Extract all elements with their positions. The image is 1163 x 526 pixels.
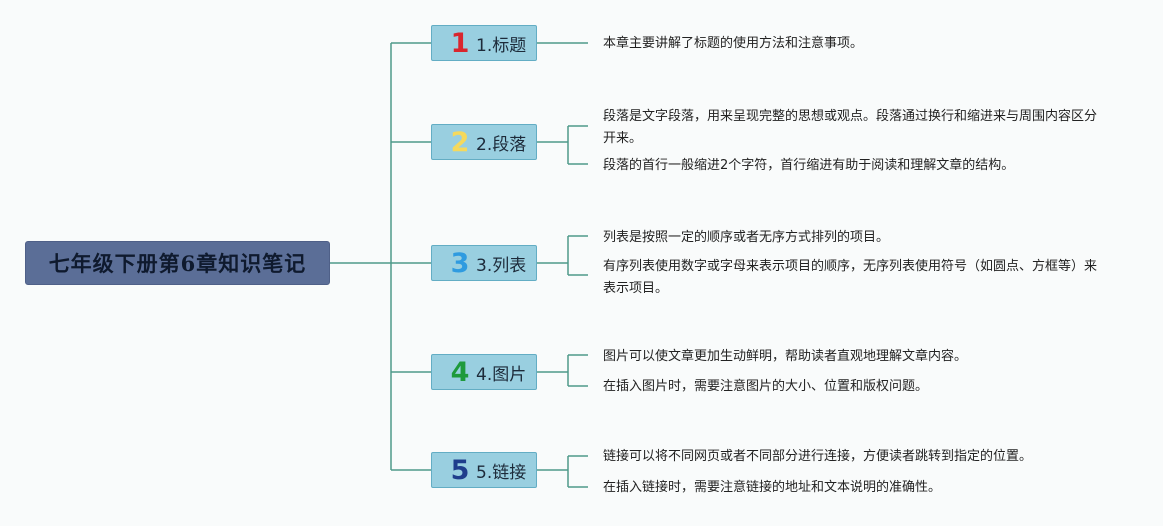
note-link-1: 链接可以将不同网页或者不同部分进行连接，方便读者跳转到指定的位置。 <box>603 449 1033 464</box>
branch-label: 2.段落 <box>476 134 527 155</box>
branch-node-list[interactable]: 3 3.列表 <box>431 245 537 281</box>
branch-node-image[interactable]: 4 4.图片 <box>431 354 537 390</box>
note-title-1: 本章主要讲解了标题的使用方法和注意事项。 <box>603 36 864 51</box>
number-five-icon: 5 <box>450 454 470 486</box>
number-four-icon: 4 <box>450 356 470 388</box>
number-two-icon: 2 <box>450 126 470 158</box>
note-image-1: 图片可以使文章更加生动鲜明，帮助读者直观地理解文章内容。 <box>603 349 968 364</box>
branch-node-title[interactable]: 1 1.标题 <box>431 25 537 61</box>
note-paragraph-2: 段落的首行一般缩进2个字符，首行缩进有助于阅读和理解文章的结构。 <box>603 158 1015 173</box>
note-link-2: 在插入链接时，需要注意链接的地址和文本说明的准确性。 <box>603 480 942 495</box>
note-image-2: 在插入图片时，需要注意图片的大小、位置和版权问题。 <box>603 379 929 394</box>
branch-node-paragraph[interactable]: 2 2.段落 <box>431 124 537 160</box>
branch-label: 5.链接 <box>476 462 527 483</box>
note-paragraph-1: 段落是文字段落，用来呈现完整的思想或观点。段落通过换行和缩进来与周围内容区分开来… <box>603 109 1098 146</box>
note-list-1: 列表是按照一定的顺序或者无序方式排列的项目。 <box>603 230 890 245</box>
number-three-icon: 3 <box>450 247 470 279</box>
note-list-2: 有序列表使用数字或字母来表示项目的顺序，无序列表使用符号（如圆点、方框等）来表示… <box>603 259 1098 296</box>
branch-label: 1.标题 <box>476 35 527 56</box>
root-node[interactable]: 七年级下册第6章知识笔记 <box>25 241 330 285</box>
branch-node-link[interactable]: 5 5.链接 <box>431 452 537 488</box>
root-label: 七年级下册第6章知识笔记 <box>48 251 307 276</box>
number-one-icon: 1 <box>450 27 470 59</box>
branch-label: 3.列表 <box>476 255 527 276</box>
branch-label: 4.图片 <box>476 364 527 385</box>
